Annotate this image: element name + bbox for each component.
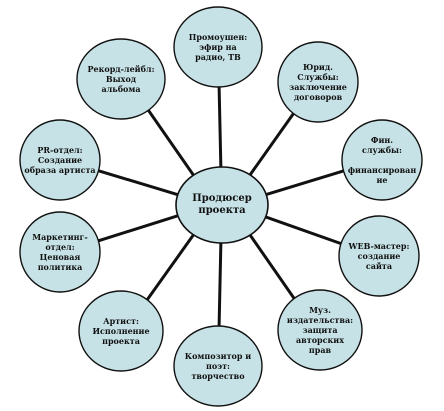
node-label-composer-line: поэт: [206,361,230,371]
node-circle-radio-tv [173,6,263,88]
node-circle-legal [277,41,359,123]
node-label-music-line: издательства: [286,315,354,325]
node-label-finance-line: ие [376,175,388,185]
node-label-marketing-line: Маркетинг- [32,232,88,242]
node-circle-music [277,289,363,371]
node-label-finance-line: службы: [361,145,403,155]
center-node-label-line: проекта [198,205,246,216]
node-label-marketing-line: отдел: [45,242,75,252]
node-label-finance-line [381,155,384,165]
node-label-finance-line: финансирован [347,165,417,175]
node-label-finance-line: Фин. [370,135,394,145]
node-circle-finance [341,119,423,201]
node-label-record-line: Рекорд-лейбл: [87,64,155,74]
node-circle-record [76,38,166,120]
node-label-music-line: прав [308,345,332,355]
node-label-marketing-line: Ценовая [39,252,81,262]
node-label-marketing-line: политика [37,262,83,272]
node-label-legal-line: заключение [289,82,347,92]
node-circle-marketing [19,211,101,293]
edge-music [247,231,297,301]
node-label-composer-line: Композитор и [184,351,252,361]
edge-artist [144,231,197,303]
circles-group [19,6,423,407]
edge-finance [262,169,347,197]
node-label-music-line: защита [302,325,338,335]
node-label-artist-line: проекта [102,336,140,346]
edge-pr [95,168,182,197]
edge-legal [247,111,296,179]
node-label-music-line: Муз. [309,305,331,315]
edge-marketing [95,213,182,243]
node-label-web-line: WEB-мастер: [348,241,410,251]
node-label-legal-line: договоров [293,92,343,102]
node-label-record-line: Выход [105,74,137,84]
edge-record [146,107,197,179]
node-label-artist-line: Артист: [103,316,139,326]
node-label-radio-tv-line: эфир на [199,42,237,52]
center-node-label-line: Продюсер [192,193,252,204]
node-circle-artist [78,290,164,372]
node-label-pr-line: образа артиста [24,165,96,175]
node-label-web-line: создание [357,251,401,261]
node-label-legal-line: Службы: [297,72,339,82]
edge-radio-tv [217,84,223,171]
node-label-record-line: альбома [101,84,141,94]
node-label-pr-line: PR-отдел: [37,145,83,155]
edge-web [262,214,344,246]
node-label-music-line: авторских [296,335,344,345]
node-label-radio-tv-line: Промоушен: [188,32,248,42]
edge-composer [217,239,223,329]
node-label-web-line: сайта [365,261,393,271]
node-label-radio-tv-line: радио, ТВ [195,52,241,62]
node-circle-composer [173,325,263,407]
node-label-artist-line: Исполнение [92,326,150,336]
node-circle-web [338,215,420,297]
edges-group [95,84,347,329]
node-label-composer-line: творчество [191,371,245,381]
node-circle-pr [19,119,101,201]
center-node-circle [175,166,269,244]
node-label-legal-line: Юрид. [303,62,333,72]
node-label-pr-line: Создание [37,155,83,165]
